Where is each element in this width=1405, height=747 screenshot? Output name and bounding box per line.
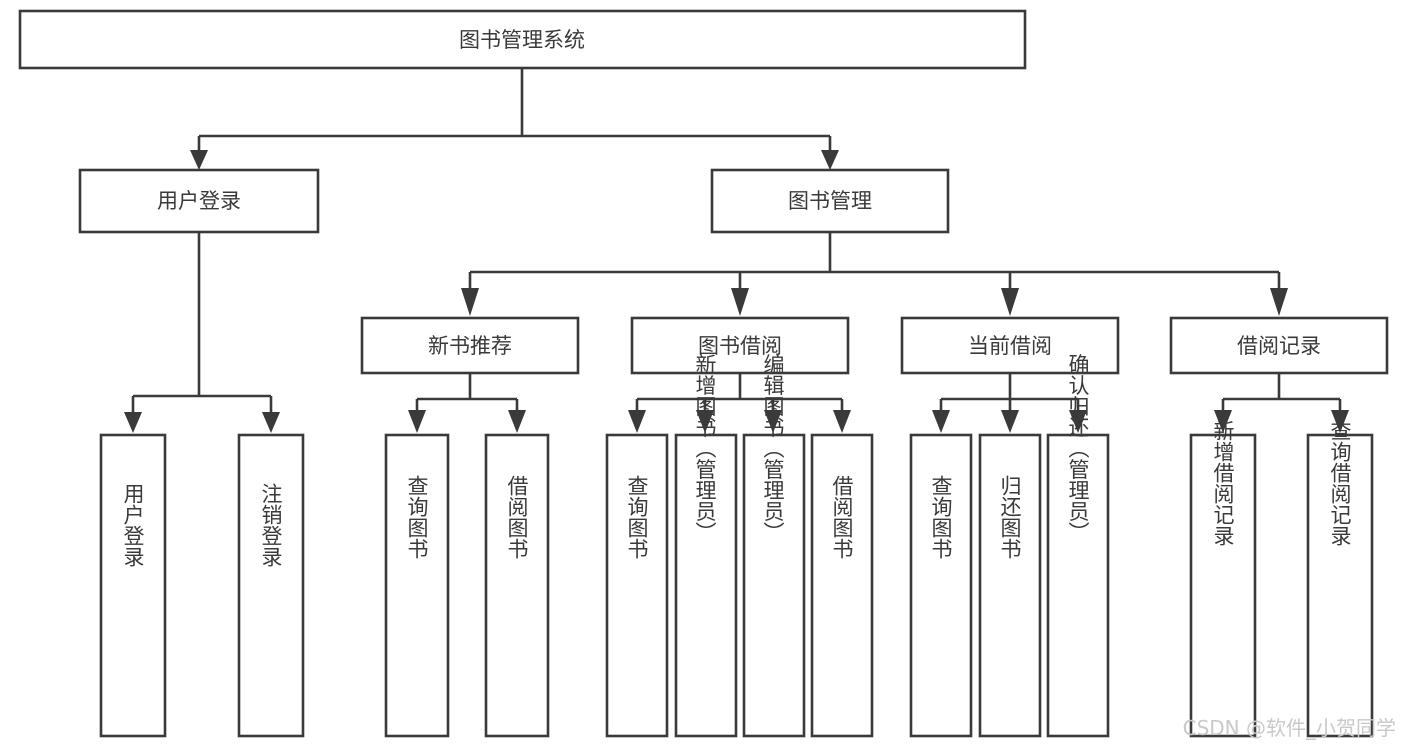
connector-book-borrow-to-leaves: [628, 373, 851, 433]
node-leaf-borrow-book-recommend-label: 借阅图书: [505, 475, 529, 559]
node-leaf-query-book-borrow-label: 查询图书: [625, 475, 649, 559]
node-user-login[interactable]: 用户登录: [78, 168, 320, 234]
node-book-borrow-label: 图书借阅: [698, 334, 782, 358]
node-leaf-query-borrow-record[interactable]: 查询借阅记录: [1306, 420, 1374, 738]
connector-borrow-record-to-leaves: [1214, 373, 1349, 433]
node-leaf-query-book-recommend-label: 查询图书: [405, 475, 429, 559]
node-leaf-query-book-recommend[interactable]: 查询图书: [384, 433, 450, 738]
node-book-management-label: 图书管理: [788, 189, 872, 213]
node-current-borrow[interactable]: 当前借阅: [900, 316, 1120, 375]
node-current-borrow-label: 当前借阅: [968, 334, 1052, 358]
node-leaf-edit-book-admin-label: 编辑图书（管理员）: [761, 354, 785, 543]
node-root-system-label: 图书管理系统: [459, 28, 585, 52]
node-borrow-record[interactable]: 借阅记录: [1169, 316, 1389, 375]
node-leaf-confirm-return-admin[interactable]: 确认归还（管理员）: [1046, 354, 1110, 738]
node-borrow-record-label: 借阅记录: [1237, 334, 1321, 358]
node-leaf-query-book-borrow[interactable]: 查询图书: [605, 433, 669, 738]
node-leaf-borrow-book-recommend[interactable]: 借阅图书: [484, 433, 550, 738]
connector-new-book-to-leaves: [408, 373, 526, 433]
node-leaf-query-book-current[interactable]: 查询图书: [909, 433, 973, 738]
connector-current-borrow-to-leaves: [932, 373, 1087, 433]
node-leaf-add-book-admin[interactable]: 新增图书（管理员）: [674, 354, 738, 738]
node-leaf-borrow-book[interactable]: 借阅图书: [810, 433, 874, 738]
node-leaf-query-borrow-record-label: 查询借阅记录: [1328, 420, 1352, 546]
node-leaf-query-book-current-label: 查询图书: [929, 475, 953, 559]
node-leaf-borrow-book-label: 借阅图书: [830, 475, 854, 559]
node-leaf-confirm-return-admin-label: 确认归还（管理员）: [1066, 354, 1090, 543]
node-leaf-add-borrow-record-label: 新增借阅记录: [1211, 420, 1235, 546]
node-leaf-logout[interactable]: 注销登录: [237, 433, 305, 738]
node-leaf-return-book-label: 归还图书: [998, 475, 1022, 559]
node-leaf-add-book-admin-label: 新增图书（管理员）: [693, 354, 717, 543]
node-user-login-label: 用户登录: [157, 189, 241, 213]
node-new-book-recommend-label: 新书推荐: [428, 334, 512, 358]
node-book-management[interactable]: 图书管理: [710, 168, 950, 234]
node-leaf-user-login[interactable]: 用户登录: [99, 433, 167, 738]
connector-book-management-to-level3: [461, 232, 1288, 316]
csdn-watermark: CSDN @软件_小贺同学: [1183, 716, 1396, 740]
node-leaf-add-borrow-record[interactable]: 新增借阅记录: [1189, 420, 1257, 738]
node-leaf-edit-book-admin[interactable]: 编辑图书（管理员）: [742, 354, 806, 738]
node-leaf-return-book[interactable]: 归还图书: [978, 433, 1042, 738]
node-book-borrow[interactable]: 图书借阅: [630, 316, 850, 375]
node-leaf-logout-label: 注销登录: [259, 483, 283, 567]
node-new-book-recommend[interactable]: 新书推荐: [360, 316, 580, 375]
connector-root-to-level2: [190, 68, 839, 170]
node-leaf-user-login-label: 用户登录: [121, 483, 145, 567]
connector-user-login-to-leaves: [124, 232, 280, 433]
node-root-system[interactable]: 图书管理系统: [18, 9, 1027, 70]
